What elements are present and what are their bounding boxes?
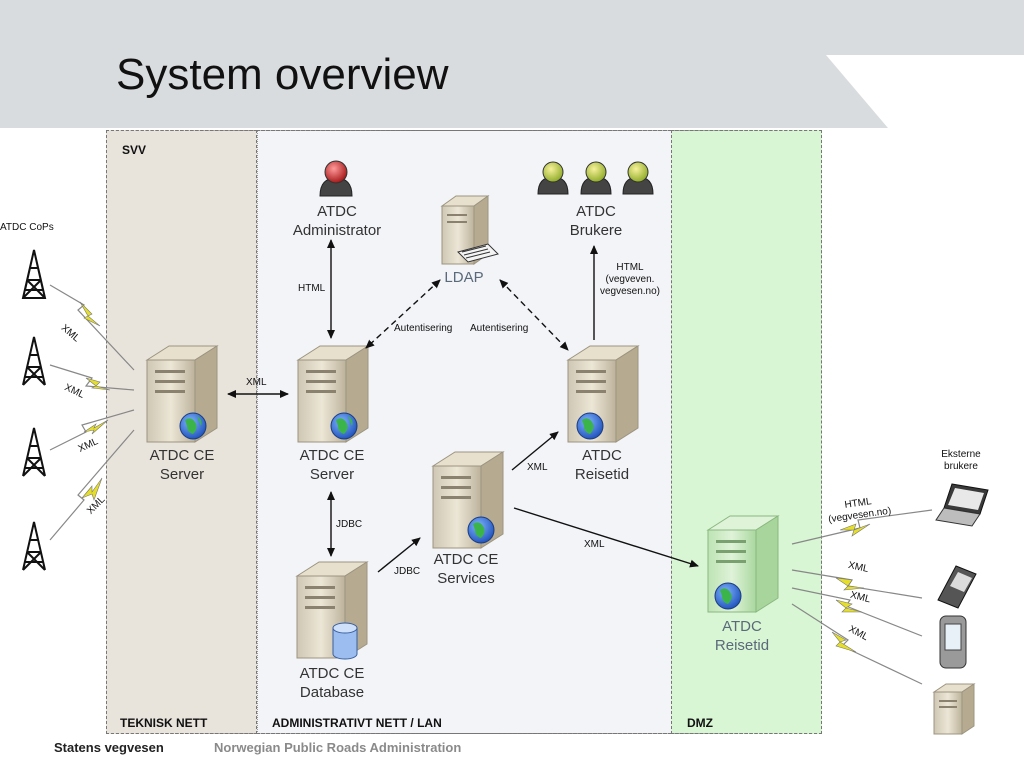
user-icon [537, 161, 569, 195]
radio-tower-icon [22, 336, 46, 386]
zone-dmz [671, 130, 822, 734]
user-icon [622, 161, 654, 195]
page-title: System overview [116, 50, 449, 99]
database-server-icon [295, 561, 369, 660]
radio-tower-icon [22, 521, 46, 571]
connection-arrows [227, 239, 699, 573]
lightning-icons [79, 301, 111, 501]
radio-tower-icon [21, 249, 47, 299]
zone-label-svv: SVV [122, 143, 147, 157]
administrator-label: ATDC Administrator [292, 203, 382, 239]
mobile-phone-icon [937, 565, 977, 609]
eksterne-label: Eksterne brukere [941, 449, 981, 472]
lightning-icons [831, 523, 871, 653]
header-wedge [826, 55, 1024, 128]
server-icon [566, 345, 640, 443]
zone-label-admin: ADMINISTRATIVT NETT / LAN [272, 716, 442, 730]
user-icon [580, 161, 612, 195]
jdbc-label: JDBC [336, 519, 363, 530]
html-label: HTML [298, 283, 326, 294]
administrator-user-icon [319, 160, 353, 197]
footer-subtitle: Norwegian Public Roads Administration [214, 740, 462, 755]
cops-label: ATDC CoPs [0, 222, 54, 233]
ce-server-left-label: ATDC CE Server [149, 447, 215, 483]
server-icon [431, 451, 505, 549]
database-label: ATDC CE Database [299, 665, 365, 701]
autentisering-label: Autentisering [470, 323, 529, 334]
html-vegvesen-label: HTML (vegveven. vegvesen.no) [599, 262, 661, 297]
dmz-server-icon [706, 515, 780, 613]
server-icon [145, 345, 219, 443]
ldap-server-icon [440, 195, 499, 265]
zone-label-teknisk: TEKNISK NETT [120, 716, 208, 730]
reisetid-dmz-label: ATDC Reisetid [714, 618, 770, 654]
zone-label-dmz: DMZ [687, 716, 713, 730]
autentisering-label: Autentisering [394, 323, 453, 334]
xml-label: XML [527, 462, 548, 473]
wireless-links [49, 284, 135, 541]
ldap-label: LDAP [444, 269, 484, 286]
laptop-icon [935, 483, 989, 527]
server-icon [296, 345, 370, 443]
radio-tower-icon [22, 427, 46, 477]
footer-brand: Statens vegvesen [54, 740, 164, 755]
computer-icon [932, 683, 976, 735]
xml-label: XML [246, 377, 267, 388]
xml-label: XML [584, 539, 605, 550]
brukere-label: ATDC Brukere [569, 203, 623, 239]
ce-server-label: ATDC CE Server [299, 447, 365, 483]
reisetid-admin-label: ATDC Reisetid [574, 447, 630, 483]
pda-icon [939, 615, 967, 669]
services-label: ATDC CE Services [433, 551, 499, 587]
jdbc-label: JDBC [394, 566, 421, 577]
